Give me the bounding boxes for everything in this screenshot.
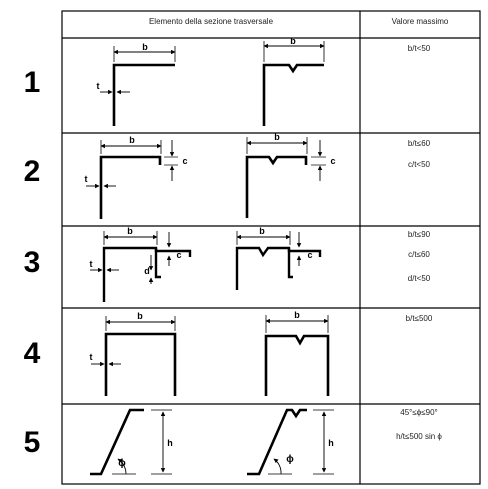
row2-section-left bbox=[86, 140, 178, 219]
row2-limit-1: b/t≤60 bbox=[407, 139, 431, 148]
header-element-column: Elemento della sezione trasversale bbox=[148, 17, 274, 26]
row4-section-left bbox=[91, 316, 177, 396]
row1-b-label: b bbox=[142, 42, 148, 52]
row2-section-right bbox=[245, 137, 326, 218]
row3-c-label-right: c bbox=[307, 250, 312, 260]
row5-limit-1: 45°≤ϕ≤90° bbox=[400, 408, 438, 417]
row1-section-right bbox=[262, 41, 325, 126]
row1-b-label-right: b bbox=[290, 36, 296, 46]
row5-h-label-right: h bbox=[328, 438, 334, 448]
row4-b-label-right: b bbox=[294, 310, 300, 320]
row3-limit-2: c/t≤60 bbox=[408, 250, 430, 259]
row3-d-label: d bbox=[144, 266, 150, 276]
row4-section-right bbox=[264, 315, 330, 396]
row-number-5: 5 bbox=[23, 426, 41, 459]
row5-section-left bbox=[90, 408, 172, 476]
row-number-1: 1 bbox=[23, 66, 41, 99]
row5-phi-label: ϕ bbox=[118, 458, 126, 469]
row2-c-label-right: c bbox=[330, 156, 335, 166]
row3-b-label: b bbox=[127, 226, 133, 236]
row5-limit-2: h/t≤500 sin ϕ bbox=[396, 432, 442, 441]
row-number-4: 4 bbox=[23, 337, 41, 370]
row5-phi-label-right: ϕ bbox=[286, 454, 294, 465]
row2-c-label: c bbox=[182, 156, 187, 166]
row3-limit-3: d/t<50 bbox=[407, 274, 431, 283]
row2-b-label-right: b bbox=[274, 132, 280, 142]
row3-t-label: t bbox=[90, 259, 93, 269]
row3-limit-1: b/t≤90 bbox=[407, 230, 431, 239]
row2-b-label: b bbox=[129, 135, 135, 145]
row-number-3: 3 bbox=[23, 246, 41, 279]
row4-t-label: t bbox=[90, 352, 93, 362]
row3-section-left bbox=[90, 231, 192, 302]
row2-t-label: t bbox=[85, 174, 88, 184]
row1-t-label: t bbox=[97, 81, 100, 91]
row5-section-right bbox=[247, 408, 334, 476]
row5-h-label: h bbox=[167, 438, 173, 448]
row1-limit-1: b/t<50 bbox=[407, 44, 431, 53]
row4-limit-1: b/t≤500 bbox=[405, 314, 433, 323]
row4-b-label: b bbox=[137, 311, 143, 321]
header-value-column: Valore massimo bbox=[391, 17, 449, 26]
row3-b-label-right: b bbox=[259, 226, 265, 236]
row3-section-right bbox=[235, 231, 322, 290]
row-number-2: 2 bbox=[23, 155, 41, 188]
table-grid bbox=[61, 10, 481, 485]
row1-section-left bbox=[100, 46, 176, 126]
row2-limit-2: c/t<50 bbox=[407, 160, 430, 169]
row3-c-label: c bbox=[176, 250, 181, 260]
